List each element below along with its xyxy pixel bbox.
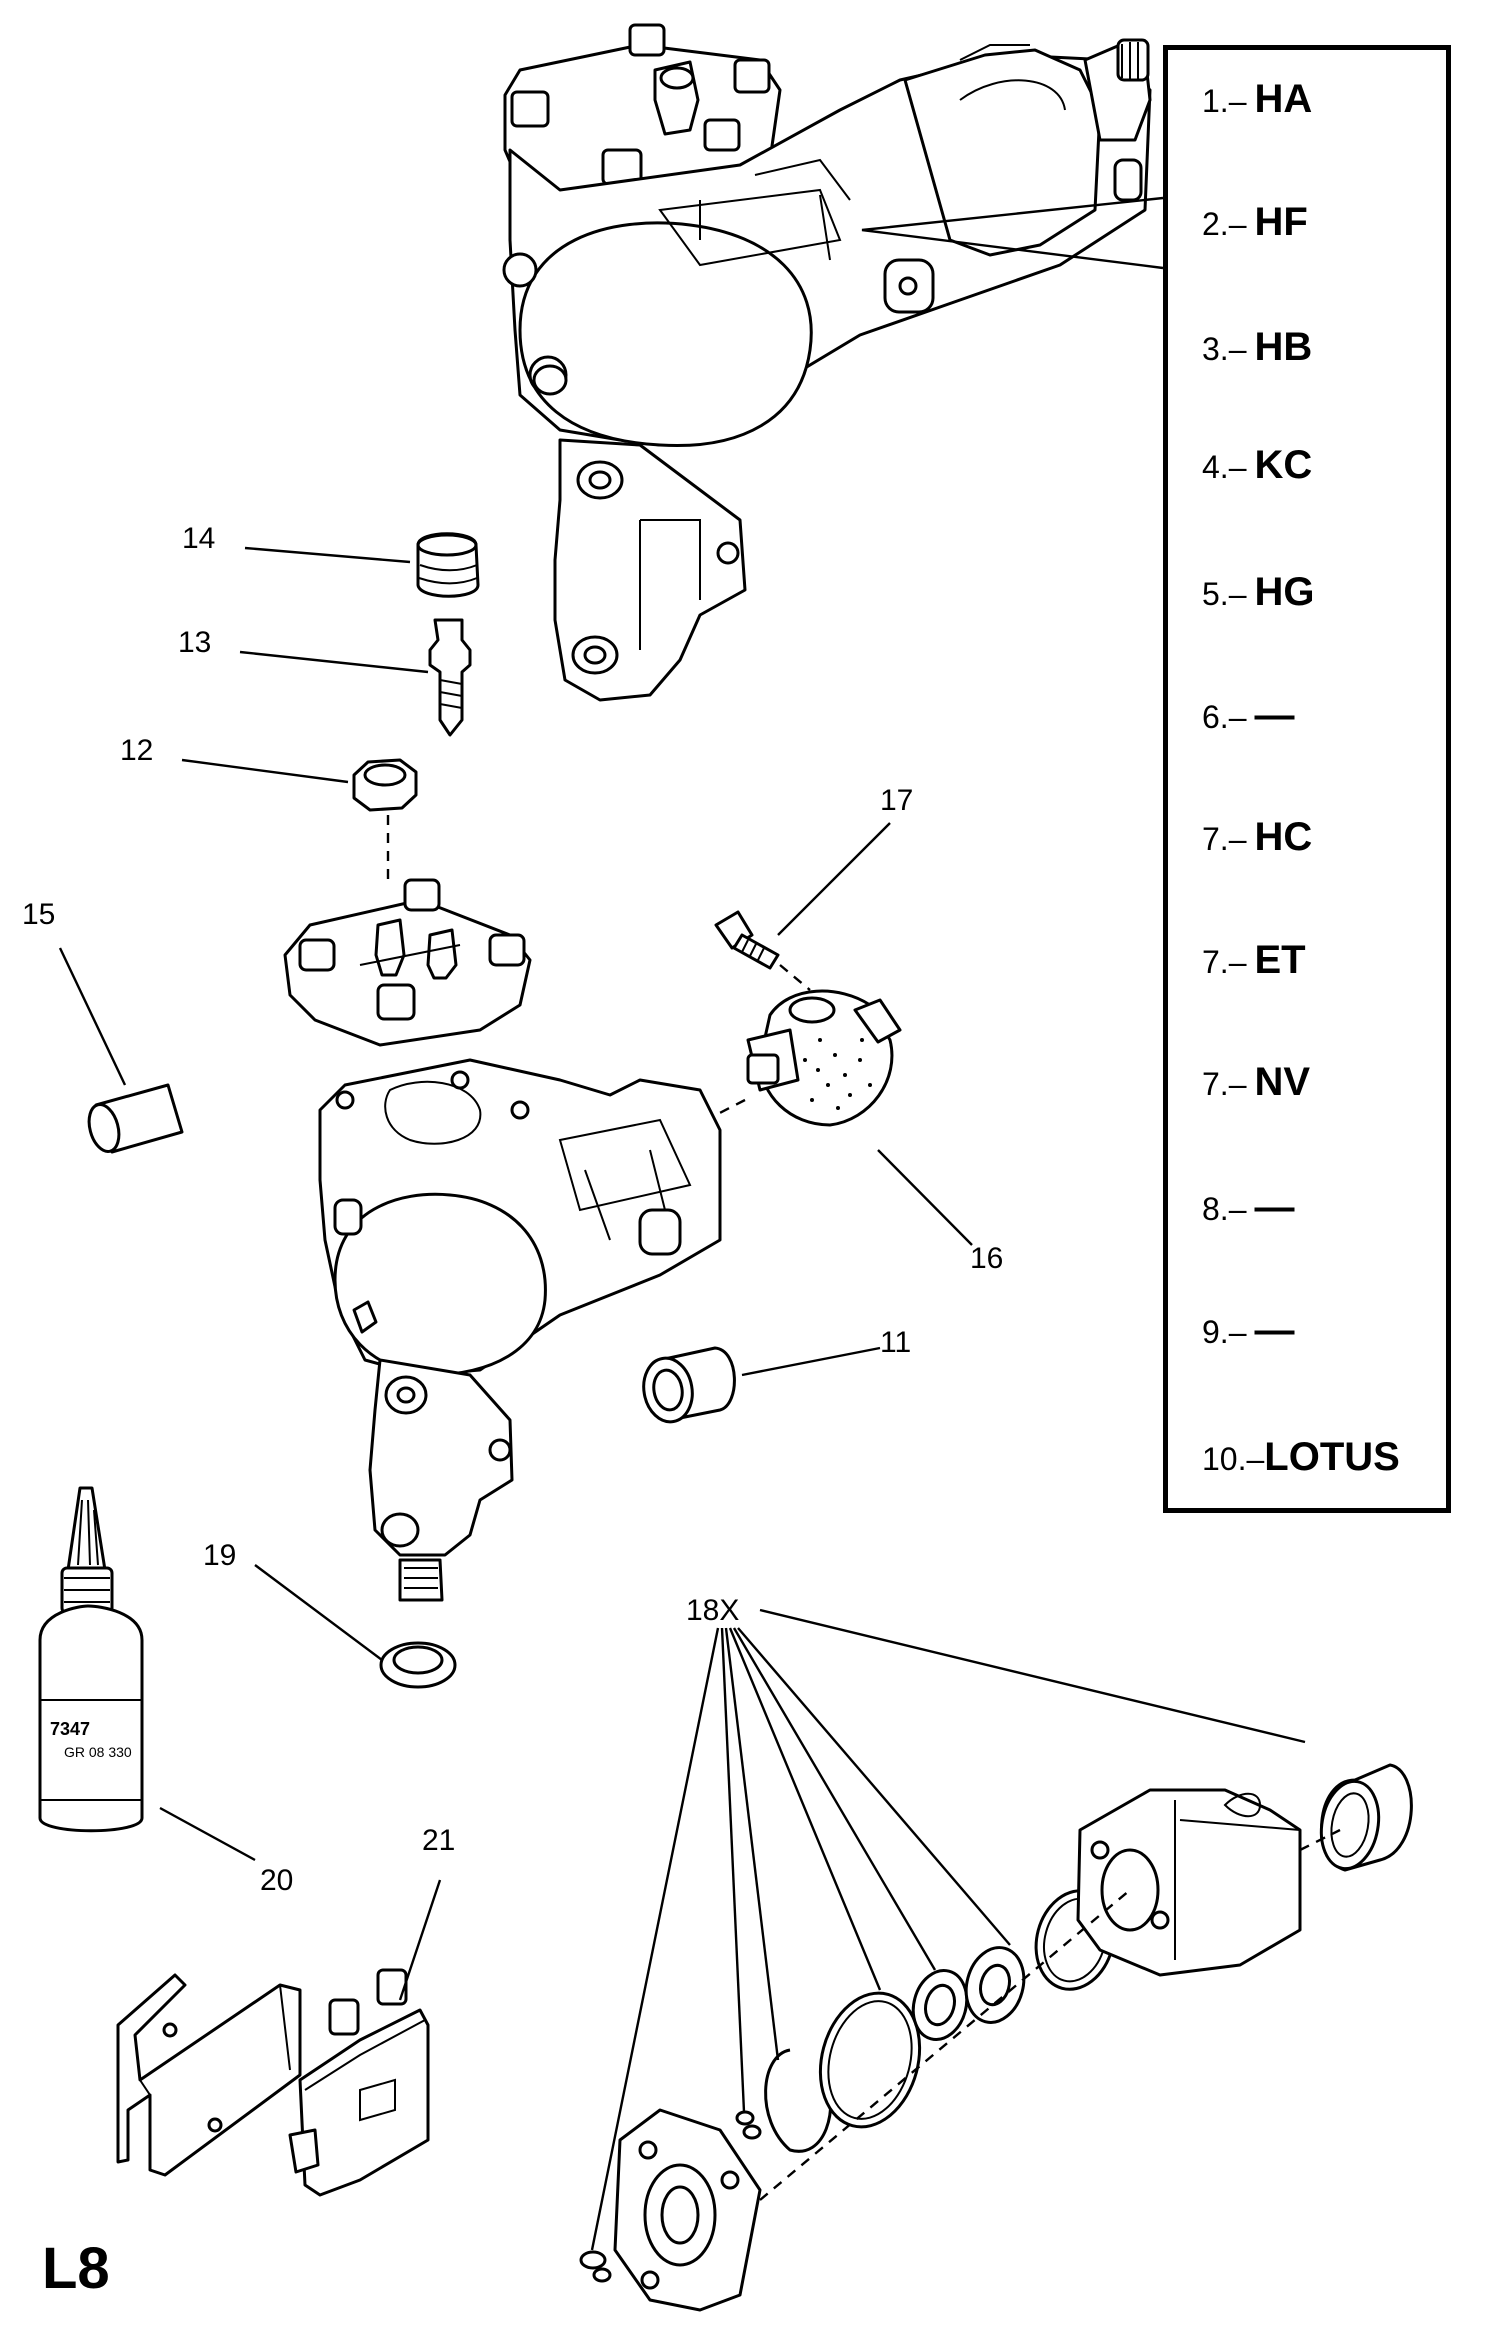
legend-code: —	[1254, 1308, 1295, 1352]
legend-number: 7.–	[1202, 1066, 1247, 1102]
legend-number: 7.–	[1202, 944, 1247, 980]
sheet-label: L8	[42, 2236, 110, 2301]
steering-gear-assembly-top	[502, 23, 1152, 702]
part-12-lock-nut	[352, 758, 418, 812]
legend-item: 4.–KC	[1202, 443, 1312, 493]
legend-item: 5.–HG	[1202, 570, 1314, 620]
legend-code: HC	[1254, 815, 1313, 859]
part-19-washer	[379, 1641, 457, 1689]
legend-item: 8.–—	[1202, 1185, 1294, 1235]
legend-code: ET	[1254, 938, 1306, 982]
legend-leader-line	[861, 196, 1164, 270]
legend-code: HA	[1254, 77, 1313, 121]
legend-item: 3.–HB	[1202, 325, 1312, 375]
legend-item: 9.–—	[1202, 1308, 1294, 1358]
legend-number: 10.–	[1202, 1441, 1265, 1477]
part-11-seal-ring	[642, 1346, 736, 1424]
legend-number: 3.–	[1202, 331, 1247, 367]
legend-item: 10.–LOTUS	[1202, 1435, 1400, 1485]
bottle-label-code: 7347	[50, 1719, 90, 1739]
leader-lines	[58, 546, 1306, 2251]
legend-number: 2.–	[1202, 206, 1247, 242]
legend-number: 4.–	[1202, 449, 1247, 485]
steering-gear-housing-middle	[318, 1058, 722, 1602]
part-16-coupling	[746, 989, 902, 1127]
callout-21: 21	[422, 1824, 455, 1857]
variant-legend: 1.–HA 2.–HF 3.–HB 4.–KC 5.–HG 6.–— 7.–HC…	[1163, 45, 1451, 1513]
legend-code: HG	[1254, 570, 1315, 614]
legend-item: 1.–HA	[1202, 77, 1312, 127]
part-17-bolt	[714, 910, 780, 970]
callout-11: 11	[880, 1326, 911, 1359]
legend-item: 6.–—	[1202, 693, 1294, 743]
legend-code: KC	[1254, 443, 1313, 487]
legend-number: 8.–	[1202, 1191, 1247, 1227]
callout-18x: 18X	[686, 1594, 739, 1627]
part-14-cap	[416, 532, 480, 598]
legend-code: —	[1254, 693, 1295, 737]
legend-item: 7.–NV	[1202, 1060, 1310, 1110]
part-18x-seal-kit	[579, 1763, 1413, 2312]
callout-14: 14	[182, 522, 215, 555]
legend-code: NV	[1254, 1060, 1311, 1104]
callout-12: 12	[120, 734, 153, 767]
part-13-adjuster-screw	[428, 618, 472, 737]
callout-13: 13	[178, 626, 211, 659]
legend-number: 5.–	[1202, 576, 1247, 612]
legend-number: 6.–	[1202, 699, 1247, 735]
legend-item: 7.–HC	[1202, 815, 1312, 865]
part-15-pin	[87, 1083, 184, 1154]
part-cover-plate	[283, 878, 532, 1047]
legend-number: 1.–	[1202, 83, 1247, 119]
callout-17: 17	[880, 784, 913, 817]
part-21-valve-bracket	[116, 1968, 430, 2197]
legend-item: 2.–HF	[1202, 200, 1308, 250]
legend-number: 7.–	[1202, 821, 1247, 857]
legend-code: HF	[1254, 200, 1308, 244]
callout-20: 20	[260, 1864, 293, 1897]
legend-item: 7.–ET	[1202, 938, 1306, 988]
legend-code: —	[1254, 1185, 1295, 1229]
legend-code: HB	[1254, 325, 1313, 369]
callout-15: 15	[22, 898, 55, 931]
callout-16: 16	[970, 1242, 1003, 1275]
legend-code: LOTUS	[1264, 1435, 1400, 1479]
callout-19: 19	[203, 1539, 236, 1572]
legend-number: 9.–	[1202, 1314, 1247, 1350]
bottle-label-part-no: GR 08 330	[64, 1744, 132, 1760]
part-20-sealant-bottle: 7347 GR 08 330	[38, 1486, 144, 1833]
